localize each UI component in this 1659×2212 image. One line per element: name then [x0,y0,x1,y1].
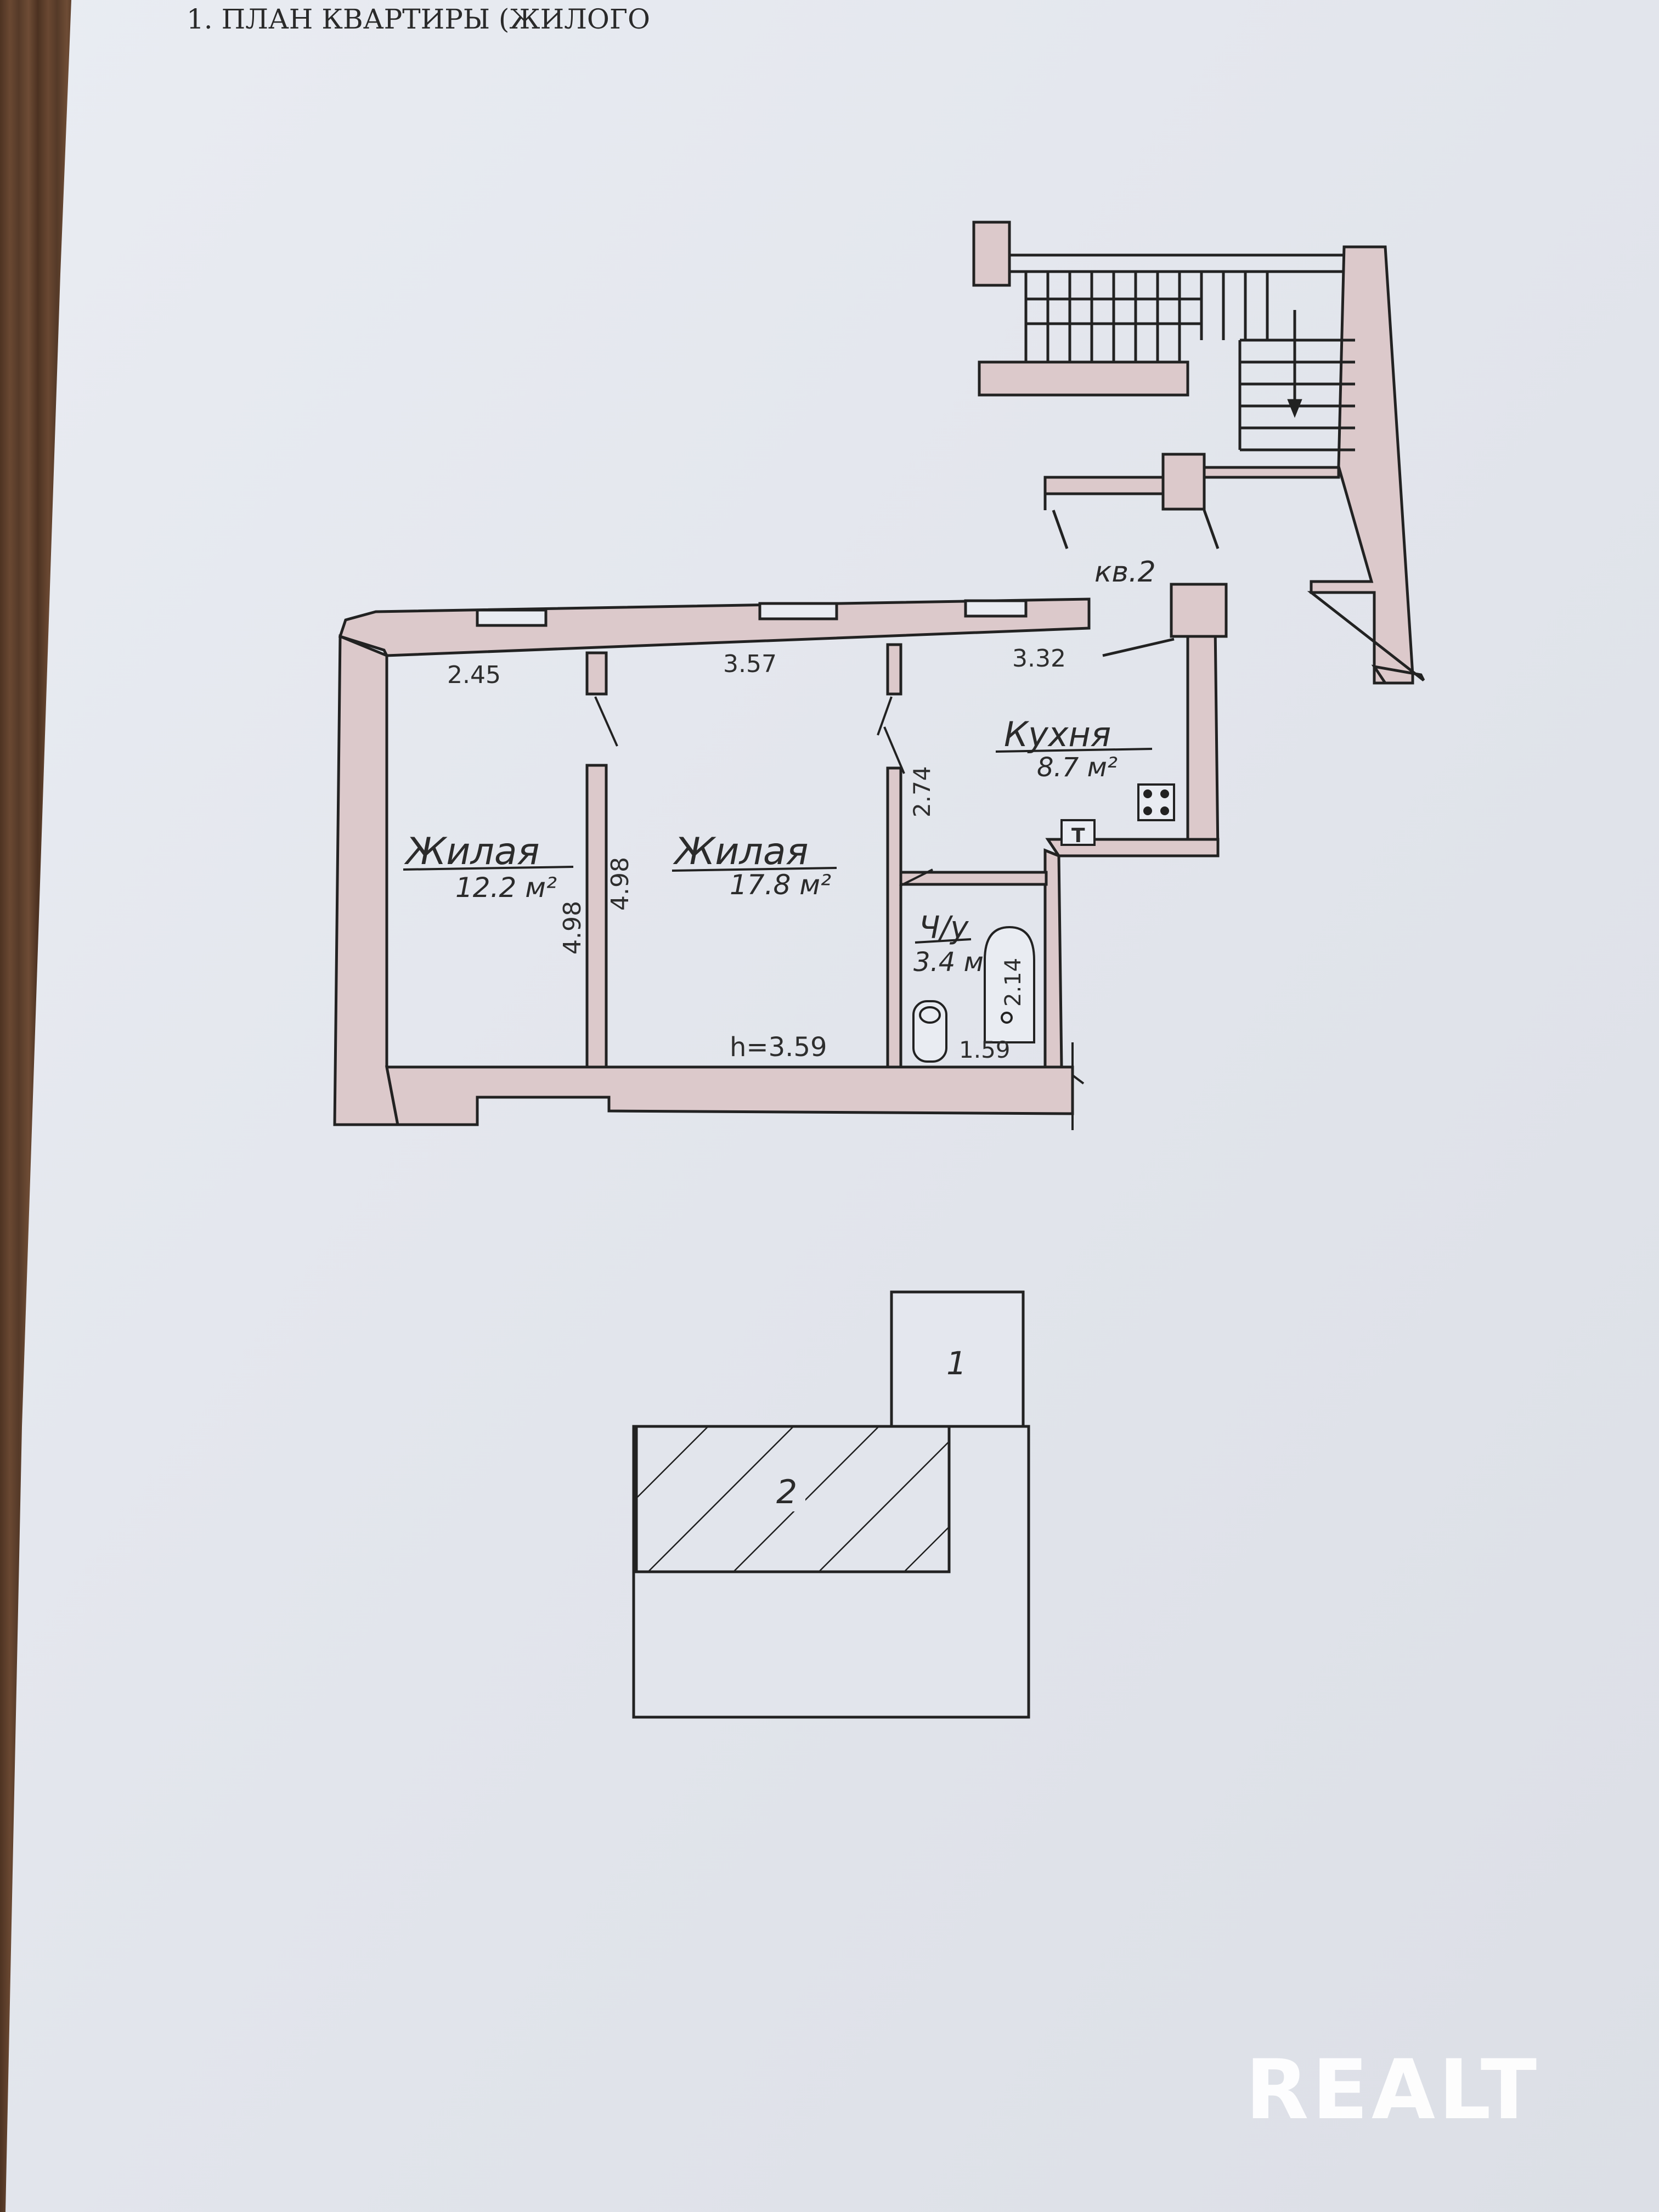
site-block-2-label: 2 [776,1473,797,1511]
room-1-name: Жилая [404,830,539,873]
bathroom-underline [915,938,972,944]
apartment-label: кв.2 [1094,556,1156,589]
dim-room1-depth: 4.98 [558,901,586,955]
dim-bath-width: 1.59 [959,1036,1011,1063]
site-block-1-label: 1 [946,1345,967,1382]
document-header: 1. ПЛАН КВАРТИРЫ (ЖИЛОГО [187,3,650,35]
stove-symbol: T [1071,825,1085,847]
dim-kitchen-width: 3.32 [1012,645,1066,673]
boiler-box [1060,819,1096,846]
dim-kitchen-depth: 2.74 [909,766,935,817]
bathtub-icon [984,926,1035,1043]
realt-watermark-logo: REALT [1245,2042,1541,2138]
staircase [972,221,1425,685]
dim-room2-width: 3.57 [723,650,777,678]
toilet-icon [912,1000,947,1063]
room-1-underline [403,866,574,871]
room-2-underline [672,867,837,872]
site-plan [632,1290,1030,1719]
stove-icon [1137,783,1175,821]
room-2-area: 17.8 м² [730,869,831,901]
windows [476,599,1028,627]
door-swings [594,696,933,887]
dim-bath-depth: 2.14 [1001,958,1026,1007]
section-marks [1071,1042,1085,1130]
kitchen-underline [995,748,1153,753]
dim-room1-width: 2.45 [447,661,501,689]
room-2-name: Жилая [673,830,808,873]
site-block-2-label-bg [767,1470,805,1511]
room-1-area: 12.2 м² [455,872,557,904]
kitchen-area: 8.7 м² [1037,752,1118,783]
dim-room2-depth: 4.98 [606,857,634,911]
interior-partitions [585,583,1228,1069]
dim-ceiling-height: h=3.59 [730,1032,827,1063]
bathroom-area: 3.4 м² [913,947,994,978]
kitchen-name: Кухня [1004,714,1111,754]
